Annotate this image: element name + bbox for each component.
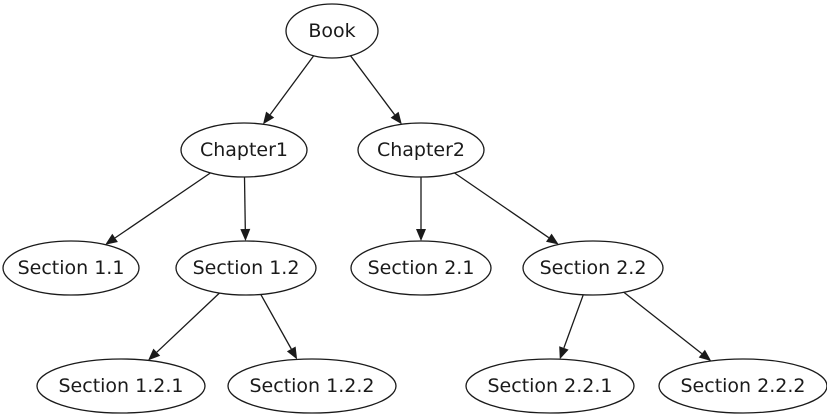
- node-section-1-2-2: Section 1.2.2: [227, 358, 397, 414]
- node-label: Section 2.2.1: [488, 375, 613, 397]
- node-label: Section 1.2: [193, 257, 300, 279]
- arrowhead-icon: [148, 348, 161, 361]
- node-ellipse: [180, 122, 308, 178]
- edge-line: [156, 292, 220, 353]
- node-chapter2: Chapter2: [357, 122, 485, 178]
- edge-line: [243, 176, 246, 230]
- edge-chapter2-to-section-2-1: [416, 177, 426, 241]
- edge-book-to-chapter2: [349, 55, 402, 125]
- node-section-2-2-2: Section 2.2.2: [658, 358, 827, 414]
- node-ellipse: [465, 358, 635, 414]
- node-label: Section 2.2.2: [681, 375, 806, 397]
- node-label: Chapter2: [377, 139, 465, 161]
- node-section-2-1: Section 2.1: [350, 240, 492, 296]
- node-label: Section 2.2: [540, 257, 647, 279]
- node-ellipse: [36, 358, 206, 414]
- arrowhead-icon: [559, 346, 569, 360]
- edge-section-1-2-to-section-1-2-1: [148, 292, 220, 361]
- arrowhead-icon: [416, 229, 426, 241]
- edge-chapter2-to-section-2-2: [454, 172, 559, 245]
- node-ellipse: [227, 358, 397, 414]
- node-ellipse: [522, 240, 664, 296]
- edge-line: [454, 172, 550, 239]
- node-ellipse: [357, 122, 485, 178]
- edge-line: [623, 291, 703, 355]
- node-ellipse: [285, 3, 379, 59]
- node-label: Section 1.2.2: [250, 375, 375, 397]
- node-section-2-2-1: Section 2.2.1: [465, 358, 635, 414]
- node-section-1-2-1: Section 1.2.1: [36, 358, 206, 414]
- node-label: Section 1.1: [18, 257, 125, 279]
- edge-line: [269, 55, 315, 115]
- arrowhead-icon: [546, 233, 559, 245]
- node-ellipse: [658, 358, 827, 414]
- node-section-2-2: Section 2.2: [522, 240, 664, 296]
- node-book: Book: [285, 3, 379, 59]
- node-label: Section 2.1: [368, 257, 475, 279]
- arrowhead-icon: [263, 111, 275, 125]
- node-section-1-2: Section 1.2: [175, 240, 317, 296]
- arrowhead-icon: [286, 346, 298, 360]
- arrowhead-icon: [105, 233, 118, 245]
- node-label: Chapter1: [200, 139, 288, 161]
- edge-section-1-2-to-section-1-2-2: [260, 294, 298, 360]
- node-ellipse: [2, 240, 140, 296]
- edges-layer: [105, 55, 712, 361]
- node-label: Book: [308, 20, 355, 42]
- edge-line: [563, 294, 584, 349]
- edge-line: [114, 172, 211, 239]
- node-ellipse: [175, 240, 317, 296]
- edge-section-2-2-to-section-2-2-1: [559, 294, 584, 360]
- node-label: Section 1.2.1: [59, 375, 184, 397]
- edge-section-2-2-to-section-2-2-2: [623, 291, 712, 361]
- arrowhead-icon: [698, 349, 712, 361]
- edge-line: [260, 294, 292, 350]
- node-section-1-1: Section 1.1: [2, 240, 140, 296]
- edge-line: [349, 55, 396, 116]
- node-chapter1: Chapter1: [180, 122, 308, 178]
- edge-chapter1-to-section-1-1: [105, 172, 211, 245]
- node-ellipse: [350, 240, 492, 296]
- arrowhead-icon: [390, 111, 402, 125]
- edge-chapter1-to-section-1-2: [240, 176, 251, 241]
- arrowhead-icon: [240, 228, 251, 241]
- edge-book-to-chapter1: [263, 55, 315, 125]
